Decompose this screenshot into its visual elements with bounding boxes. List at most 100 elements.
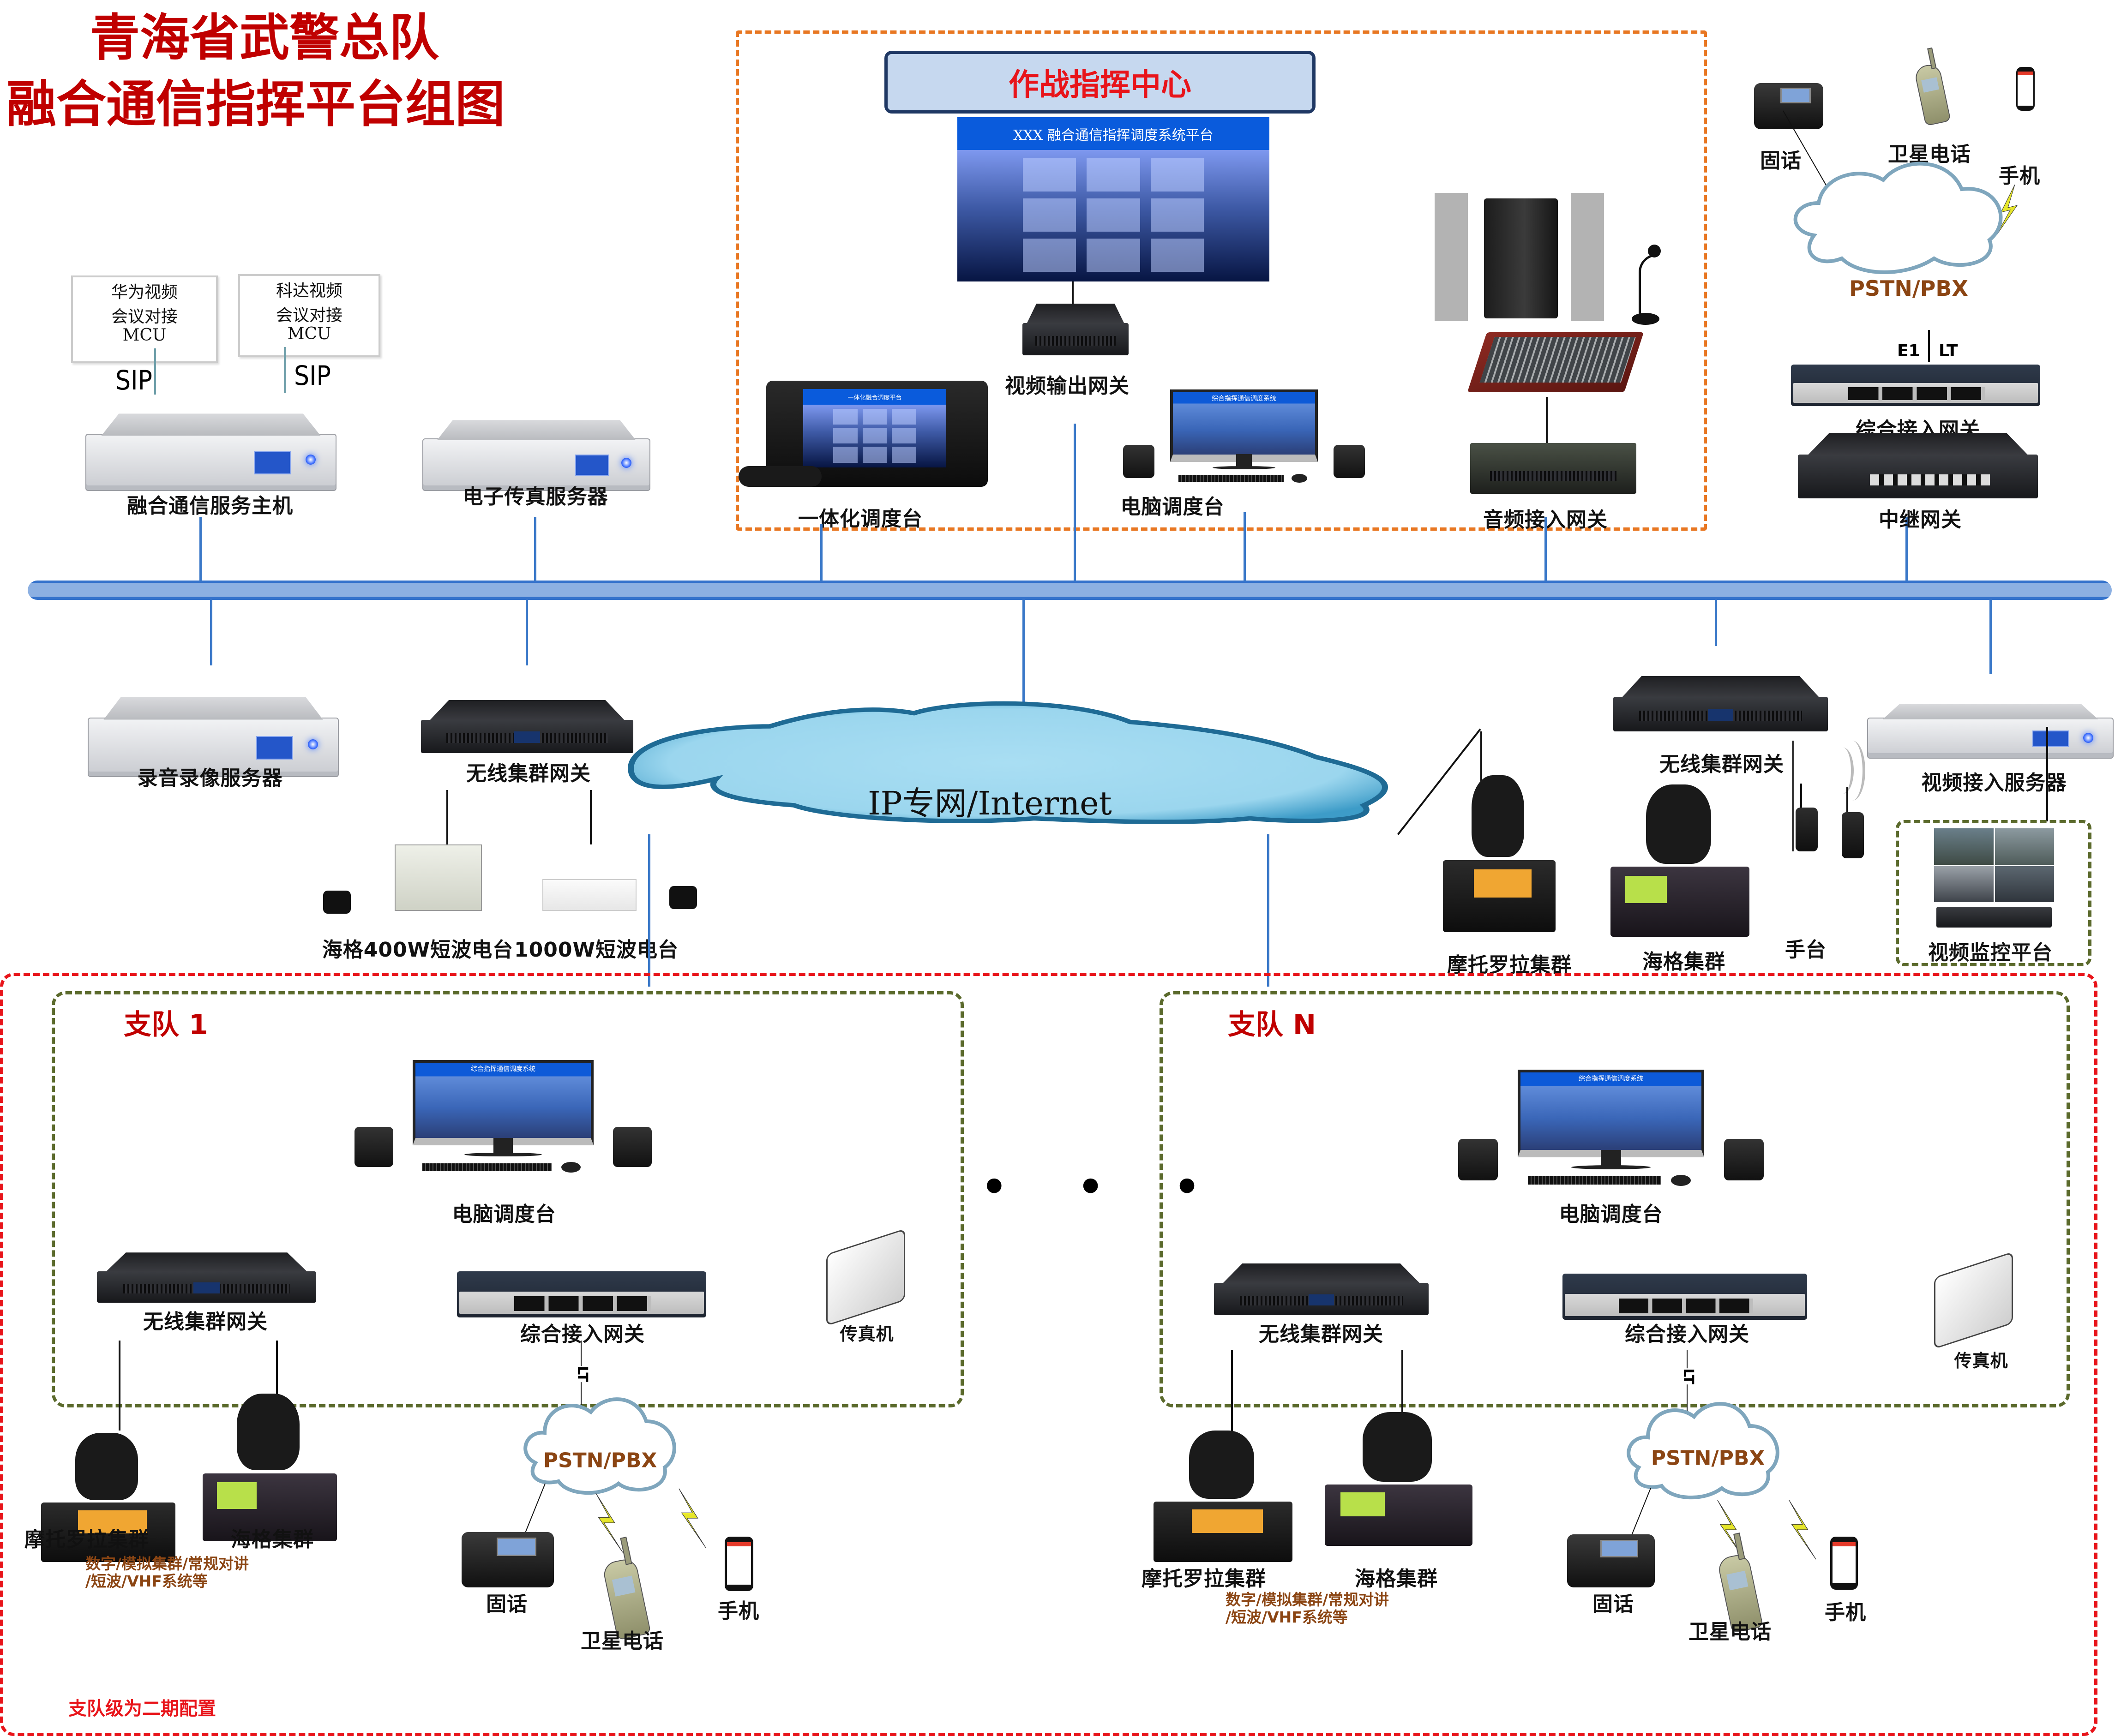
lightning-bolt-icon bbox=[595, 1493, 623, 1553]
bus-drop-line bbox=[820, 524, 823, 581]
bus-drop-line bbox=[534, 517, 536, 581]
connector-line bbox=[119, 1341, 120, 1431]
detachment-1-wireless-gateway bbox=[97, 1252, 316, 1303]
connector-line bbox=[1687, 1350, 1688, 1428]
video-wall-tiles bbox=[1022, 158, 1204, 272]
landline-phone-icon bbox=[462, 1532, 554, 1587]
detachment-1-motorola-radio bbox=[32, 1433, 175, 1562]
hand-mic-icon bbox=[323, 891, 351, 914]
wireless-gateway-label-right: 无线集群网关 bbox=[1659, 753, 1784, 776]
cloud-drop-line bbox=[1267, 834, 1269, 987]
pc-console-screen-title: 综合指挥通信调度系统 bbox=[1212, 395, 1276, 403]
audio-mixer-icon bbox=[1467, 332, 1644, 392]
detachment-n-fax-label: 传真机 bbox=[1954, 1351, 2008, 1371]
sip-label-1: SIP bbox=[115, 365, 152, 396]
trunk-gateway-label: 中继网关 bbox=[1879, 508, 1962, 532]
detachment-1-pc-console-label: 电脑调度台 bbox=[452, 1203, 556, 1226]
connector-line bbox=[1401, 1350, 1403, 1461]
video-wall-title: XXX 融合通信指挥调度系统平台 bbox=[1013, 127, 1214, 144]
mobile-phone-icon bbox=[2016, 67, 2035, 111]
detachment-n-hytera-radio bbox=[1316, 1412, 1472, 1546]
detachment-1-integrated-gateway-label: 综合接入网关 bbox=[520, 1323, 645, 1346]
detachment-1-box bbox=[52, 991, 964, 1407]
integrated-gateway-device-hq bbox=[1791, 365, 2040, 406]
mcu-keda-line2: 会议对接 bbox=[276, 306, 342, 325]
command-center-header-text: 作战指挥中心 bbox=[1009, 67, 1191, 102]
connector-line bbox=[1072, 281, 1074, 323]
landline-phone-icon bbox=[1567, 1534, 1655, 1587]
detachment-n-mobile-label: 手机 bbox=[1825, 1601, 1866, 1624]
hand-mic-icon bbox=[669, 886, 697, 909]
detachment-1-name: 支队 1 bbox=[124, 1009, 208, 1041]
detachment-1-radio-note-line2: /短波/VHF系统等 bbox=[85, 1572, 208, 1590]
ip-phone-icon bbox=[355, 1127, 393, 1167]
motorola-radio-device bbox=[1436, 775, 1556, 932]
detachment-n-wireless-gateway-label: 无线集群网关 bbox=[1259, 1323, 1383, 1346]
converged-server-device bbox=[85, 413, 336, 491]
detachment-n-pstn-cloud bbox=[1627, 1402, 1779, 1500]
wireless-gateway-device bbox=[421, 700, 633, 753]
detachment-n-landline-label: 固话 bbox=[1592, 1592, 1634, 1616]
lightning-bolt-icon bbox=[679, 1488, 706, 1548]
cloud-drop-line bbox=[648, 834, 650, 987]
ip-phone-icon bbox=[1333, 445, 1365, 479]
recording-server-label: 录音录像服务器 bbox=[137, 766, 283, 790]
detachment-1-fax-label: 传真机 bbox=[840, 1324, 894, 1344]
detachment-n-satphone-label: 卫星电话 bbox=[1688, 1620, 1772, 1644]
hf-radio-400w-label: 海格400W短波电台 bbox=[322, 938, 514, 962]
connector-line bbox=[1231, 1350, 1233, 1474]
ellipsis-more-detachments: • • • bbox=[981, 1163, 1228, 1211]
detachment-n-radio-note-line1: 数字/模拟集群/常规对讲 bbox=[1226, 1591, 1389, 1609]
detachment-n-motorola-label: 摩托罗拉集群 bbox=[1142, 1567, 1266, 1591]
handheld-label: 手台 bbox=[1785, 938, 1827, 962]
connector-line bbox=[276, 1341, 278, 1431]
mobile-phone-icon bbox=[1830, 1537, 1858, 1590]
command-center-header: 作战指挥中心 bbox=[884, 51, 1316, 114]
connector-line bbox=[1546, 397, 1548, 443]
fax-server-device bbox=[422, 420, 650, 491]
integrated-console-label: 一体化调度台 bbox=[798, 507, 923, 531]
fax-server-label: 电子传真服务器 bbox=[463, 485, 608, 509]
ip-phone-icon bbox=[1123, 445, 1155, 479]
detachment-n-name: 支队 N bbox=[1228, 1009, 1316, 1041]
ip-phone-icon bbox=[1724, 1139, 1764, 1180]
handheld-radio-icon bbox=[1796, 783, 1818, 851]
detachment-1-hytera-label: 海格集群 bbox=[231, 1528, 314, 1551]
satellite-phone-icon bbox=[1913, 62, 1951, 126]
ip-phone-icon bbox=[613, 1127, 652, 1167]
detachment-1-hytera-radio bbox=[194, 1394, 337, 1541]
diagram-title-line1: 青海省武警总队 bbox=[90, 9, 439, 67]
connector-line bbox=[2046, 727, 2048, 821]
integrated-console-screen-title: 一体化融合调度平台 bbox=[847, 394, 902, 401]
mobile-label: 手机 bbox=[1999, 164, 2040, 188]
detachment-n-pc-console: 综合指挥通信调度系统 bbox=[1445, 1061, 1777, 1200]
mcu-keda-line3: MCU bbox=[287, 324, 331, 343]
network-backbone-bus bbox=[28, 581, 2112, 600]
speaker-backdrop bbox=[1435, 193, 1468, 321]
detachment-n-box bbox=[1160, 991, 2070, 1407]
detachment-n-pc-screen-title: 综合指挥通信调度系统 bbox=[1579, 1075, 1643, 1083]
detachment-n-lt-label: LT bbox=[1680, 1368, 1696, 1384]
command-center-region bbox=[736, 30, 1707, 531]
pc-console-device: 综合指挥通信调度系统 bbox=[1112, 383, 1376, 494]
landline-phone-icon bbox=[1754, 83, 1823, 129]
bus-drop-line bbox=[1715, 600, 1717, 646]
handset-icon bbox=[739, 466, 822, 487]
surveillance-nvr-device bbox=[1936, 907, 2052, 928]
hytera-radio-device bbox=[1602, 784, 1749, 937]
detachment-n-hytera-label: 海格集群 bbox=[1355, 1567, 1438, 1591]
ip-network-label: IP专网/Internet bbox=[868, 784, 1112, 822]
detachment-1-satphone-label: 卫星电话 bbox=[581, 1629, 664, 1653]
antenna-icon bbox=[1792, 741, 1794, 851]
pc-console-label: 电脑调度台 bbox=[1120, 495, 1225, 519]
hf-radio-400w-device bbox=[395, 844, 482, 911]
bus-drop-line bbox=[526, 600, 528, 665]
detachment-footnote: 支队级为二期配置 bbox=[68, 1698, 216, 1719]
pstn-label-hq: PSTN/PBX bbox=[1849, 276, 1968, 301]
connector-line bbox=[446, 790, 448, 844]
integrated-console-screen: 一体化融合调度平台 bbox=[803, 389, 946, 467]
detachment-1-lt-label: LT bbox=[574, 1366, 590, 1382]
video-output-gateway-label: 视频输出网关 bbox=[1005, 374, 1130, 398]
bus-drop-line bbox=[199, 517, 202, 581]
detachment-1-pstn-label: PSTN/PBX bbox=[543, 1449, 657, 1473]
